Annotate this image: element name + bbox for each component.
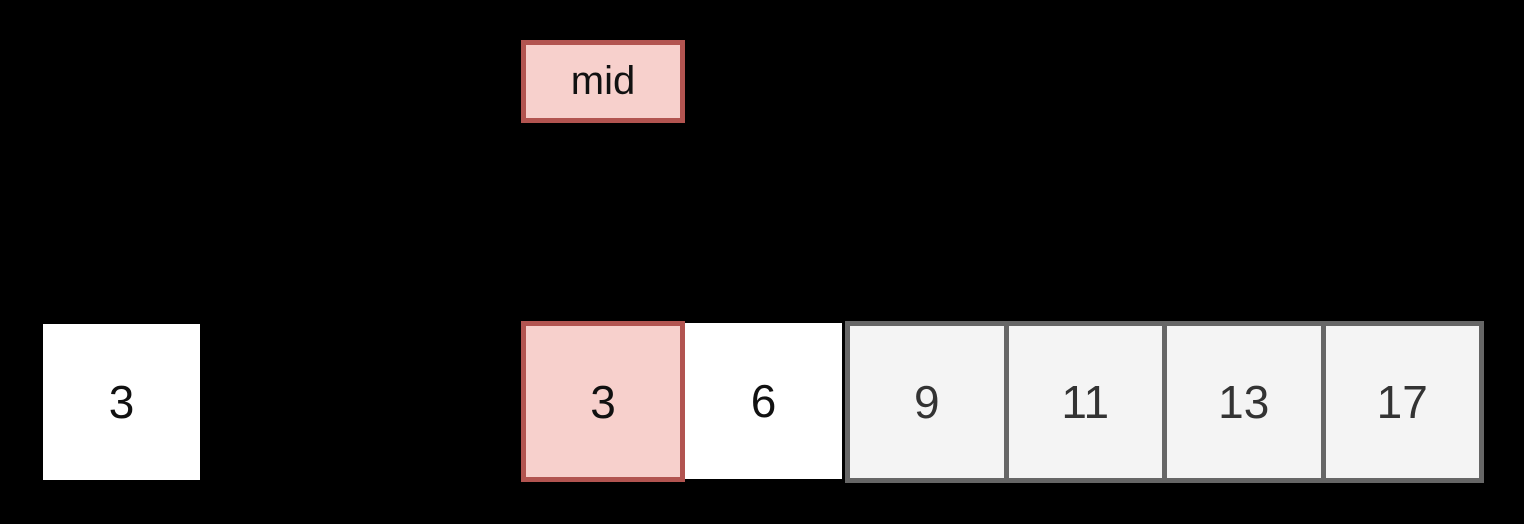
array-cell: 13 [1162,326,1321,478]
array-cell-highlighted-mid: 3 [521,321,685,482]
array-cell-group-remaining: 9 11 13 17 [845,321,1484,483]
array-cell-value: 11 [1061,376,1110,428]
array-cell-value: 6 [750,375,777,427]
array-cell: 11 [1003,326,1162,478]
array-cell-value: 13 [1218,376,1270,428]
detached-array-cell-value: 3 [108,376,135,428]
array-cell: 17 [1320,326,1479,478]
array-cell-value: 17 [1376,376,1428,428]
array-cell: 9 [850,326,1004,478]
detached-array-cell: 3 [43,324,200,480]
array-cell-value: 9 [913,376,940,428]
mid-pointer-text: mid [570,59,636,103]
mid-pointer-label: mid [521,40,685,123]
array-cell-value: 3 [590,375,616,428]
array-cell: 6 [685,323,842,479]
